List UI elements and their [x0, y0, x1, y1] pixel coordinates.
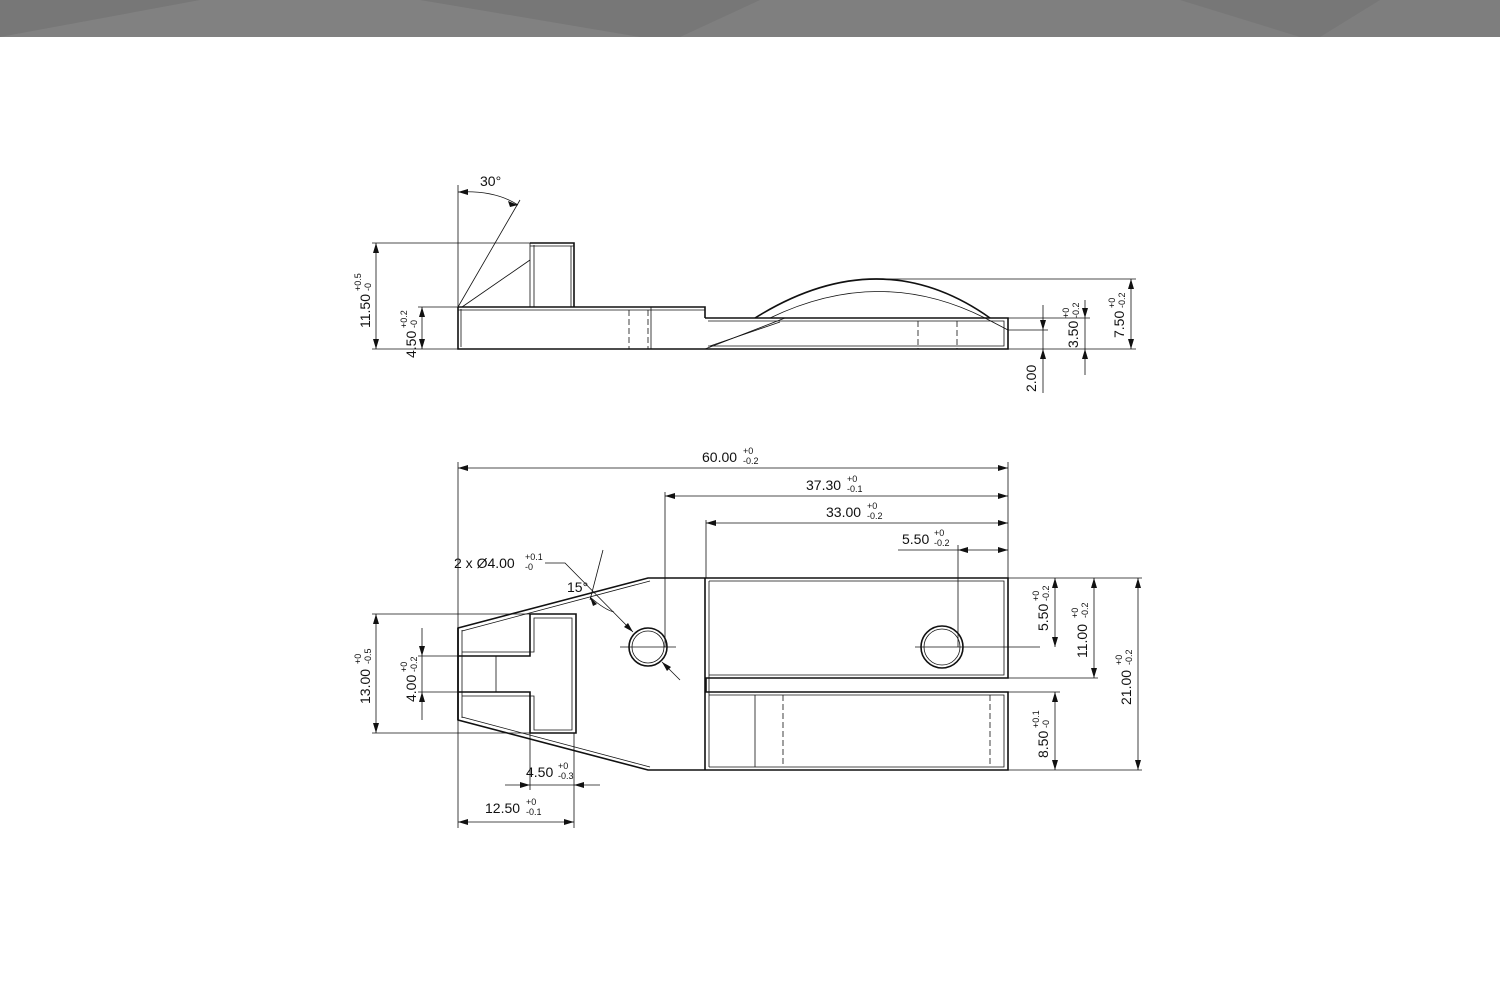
top-view	[372, 462, 1142, 828]
svg-text:37.30: 37.30	[806, 477, 841, 493]
dim-5-50-vertical: 5.50 +0 -0.2	[1031, 585, 1051, 631]
svg-text:-0.2: -0.2	[934, 538, 950, 548]
svg-text:+0: +0	[847, 474, 857, 484]
svg-text:4.00: 4.00	[403, 675, 419, 702]
svg-text:+0: +0	[1114, 655, 1124, 665]
svg-text:-0.2: -0.2	[1071, 302, 1081, 318]
svg-text:30°: 30°	[480, 173, 501, 189]
svg-text:7.50: 7.50	[1111, 311, 1127, 338]
svg-text:-0.2: -0.2	[743, 456, 759, 466]
svg-text:+0: +0	[1070, 608, 1080, 618]
svg-text:+0: +0	[934, 528, 944, 538]
svg-text:21.00: 21.00	[1118, 670, 1134, 705]
dim-hole-diameter: 2 x Ø4.00 +0.1 -0	[454, 552, 543, 572]
dim-angle-30: 30°	[480, 173, 501, 189]
svg-text:+0.1: +0.1	[525, 552, 543, 562]
svg-text:-0.1: -0.1	[526, 807, 542, 817]
svg-text:-0: -0	[525, 562, 533, 572]
svg-text:+0.2: +0.2	[399, 310, 409, 328]
svg-text:13.00: 13.00	[357, 669, 373, 704]
dim-4-50: 4.50 +0.2 -0	[399, 310, 419, 358]
svg-text:5.50: 5.50	[902, 531, 929, 547]
svg-text:11.50: 11.50	[357, 294, 373, 328]
svg-text:-0.1: -0.1	[847, 484, 863, 494]
svg-text:-0.3: -0.3	[558, 771, 574, 781]
svg-text:5.50: 5.50	[1035, 604, 1051, 631]
svg-text:+0.5: +0.5	[353, 273, 363, 291]
dim-angle-15: 15°	[567, 579, 588, 595]
svg-text:2.00: 2.00	[1023, 365, 1039, 392]
dim-12-50: 12.50 +0 -0.1	[485, 797, 542, 817]
header-banner	[0, 0, 1500, 37]
svg-text:+0: +0	[1107, 298, 1117, 308]
svg-text:-0.5: -0.5	[363, 648, 373, 664]
svg-text:+0: +0	[743, 446, 753, 456]
svg-text:12.50: 12.50	[485, 800, 520, 816]
svg-text:15°: 15°	[567, 579, 588, 595]
svg-text:-0: -0	[363, 283, 373, 291]
svg-text:4.50: 4.50	[403, 331, 419, 358]
svg-text:-0.2: -0.2	[1124, 649, 1134, 665]
svg-text:33.00: 33.00	[826, 504, 861, 520]
dim-13-00: 13.00 +0 -0.5	[353, 648, 373, 704]
dim-7-50: 7.50 +0 -0.2	[1107, 292, 1127, 338]
dim-37-30: 37.30 +0 -0.1	[806, 474, 863, 494]
svg-text:+0: +0	[867, 501, 877, 511]
svg-text:+0.1: +0.1	[1031, 710, 1041, 728]
svg-text:2 x Ø4.00: 2 x Ø4.00	[454, 555, 515, 571]
svg-text:4.50: 4.50	[526, 764, 553, 780]
dim-4-50-slot: 4.50 +0 -0.3	[526, 761, 574, 781]
svg-text:+0: +0	[558, 761, 568, 771]
svg-text:3.50: 3.50	[1065, 321, 1081, 348]
svg-text:+0: +0	[353, 654, 363, 664]
svg-text:8.50: 8.50	[1035, 731, 1051, 758]
svg-text:+0: +0	[1061, 308, 1071, 318]
dim-8-50: 8.50 +0.1 -0	[1031, 710, 1051, 758]
svg-text:-0.2: -0.2	[867, 511, 883, 521]
svg-text:-0: -0	[1041, 720, 1051, 728]
dim-3-50: 3.50 +0 -0.2	[1061, 302, 1081, 348]
svg-text:-0.2: -0.2	[1080, 602, 1090, 618]
svg-text:60.00: 60.00	[702, 449, 737, 465]
svg-text:-0: -0	[409, 320, 419, 328]
svg-text:+0: +0	[1031, 591, 1041, 601]
dim-21-00: 21.00 +0 -0.2	[1114, 649, 1134, 705]
dim-5-50-horizontal: 5.50 +0 -0.2	[902, 528, 950, 548]
svg-text:-0.2: -0.2	[409, 656, 419, 672]
svg-text:+0: +0	[399, 662, 409, 672]
svg-text:+0: +0	[526, 797, 536, 807]
svg-text:11.00: 11.00	[1074, 624, 1090, 658]
dim-60-00: 60.00 +0 -0.2	[702, 446, 759, 466]
svg-text:-0.2: -0.2	[1117, 292, 1127, 308]
dim-11-50: 11.50 +0.5 -0	[353, 273, 373, 328]
dim-33-00: 33.00 +0 -0.2	[826, 501, 883, 521]
svg-text:-0.2: -0.2	[1041, 585, 1051, 601]
dim-4-00: 4.00 +0 -0.2	[399, 656, 419, 702]
side-view	[372, 185, 1136, 393]
dim-2-00: 2.00	[1023, 365, 1039, 392]
dim-11-00: 11.00 +0 -0.2	[1070, 602, 1090, 658]
